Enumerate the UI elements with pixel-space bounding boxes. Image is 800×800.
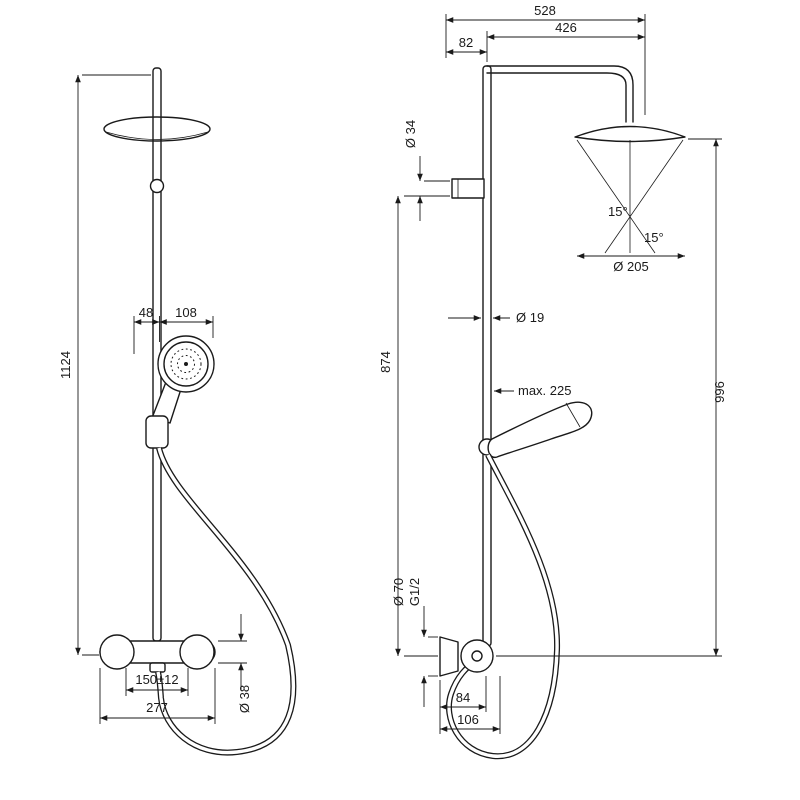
overhead-shower-rim: [105, 131, 209, 140]
pipe-joint-front: [149, 178, 165, 194]
hand-shower-face-line: [565, 402, 581, 428]
shower-arm-inner: [486, 72, 627, 123]
dim-label-handshower-offset: 48: [139, 305, 153, 320]
shower-arm-outer: [486, 65, 634, 123]
dim-label-connection-thread: G1/2: [407, 578, 422, 606]
dim-label-overall-height-side: 996: [712, 381, 727, 403]
dim-label-head-dia: Ø 205: [613, 259, 648, 274]
dim-label-projection-overall: 528: [534, 3, 556, 18]
thermostat-body-side: [460, 639, 494, 673]
wall-connection-side: [439, 636, 459, 677]
wall-bracket-side: [451, 178, 485, 199]
thermostat-right-knob: [179, 634, 215, 670]
spray-line-left: [576, 139, 656, 254]
dim-label-handshower-width: 108: [175, 305, 197, 320]
dim-label-wall-to-pipe: 82: [459, 35, 473, 50]
shower-hose-side-inner: [447, 454, 559, 758]
front-view: 1124 48 108 150±12 277 Ø 38: [58, 67, 297, 756]
riser-pipe-side: [482, 65, 492, 647]
dim-label-mixer-body-dia: Ø 38: [237, 685, 252, 713]
dim-label-wall-to-body: 84: [456, 690, 470, 705]
hand-shower-ring: [163, 341, 209, 387]
dim-label-spray-angle-right: 15°: [644, 230, 664, 245]
slider-clamp-front: [145, 415, 169, 449]
dim-label-mixer-width: 277: [146, 700, 168, 715]
thermostat-left-knob: [99, 634, 135, 670]
spray-nozzles-inner: [177, 355, 195, 373]
shower-hose-front-inner: [156, 447, 296, 755]
hose-outlet-front: [149, 662, 166, 673]
overhead-shower-side: [574, 125, 686, 143]
dim-label-max-adjustment: max. 225: [518, 383, 571, 398]
hand-shower-side: [487, 401, 593, 458]
dim-label-pipe-dia: Ø 19: [516, 310, 544, 325]
dim-label-connection-dia: Ø 70: [391, 578, 406, 606]
side-view: 15° 15° Ø 205 528 426 82: [378, 3, 727, 760]
dim-label-arm-projection: 426: [555, 20, 577, 35]
spray-nozzles-outer: [170, 348, 202, 380]
overhead-shower-front: [103, 116, 211, 142]
dim-label-spray-angle-left: 15°: [608, 204, 628, 219]
dim-label-overall-height-front: 1124: [58, 351, 73, 379]
spray-line-right: [604, 139, 684, 254]
dim-label-connection-distance: 150±12: [135, 672, 178, 687]
dim-label-pipe-section-height: 874: [378, 351, 393, 373]
thermostat-hub-side: [471, 650, 483, 662]
dim-label-wall-to-front: 106: [457, 712, 479, 727]
spray-center-dot: [184, 362, 188, 366]
dim-label-bracket-dia: Ø 34: [403, 120, 418, 148]
shower-hose-front-outer: [155, 447, 297, 756]
